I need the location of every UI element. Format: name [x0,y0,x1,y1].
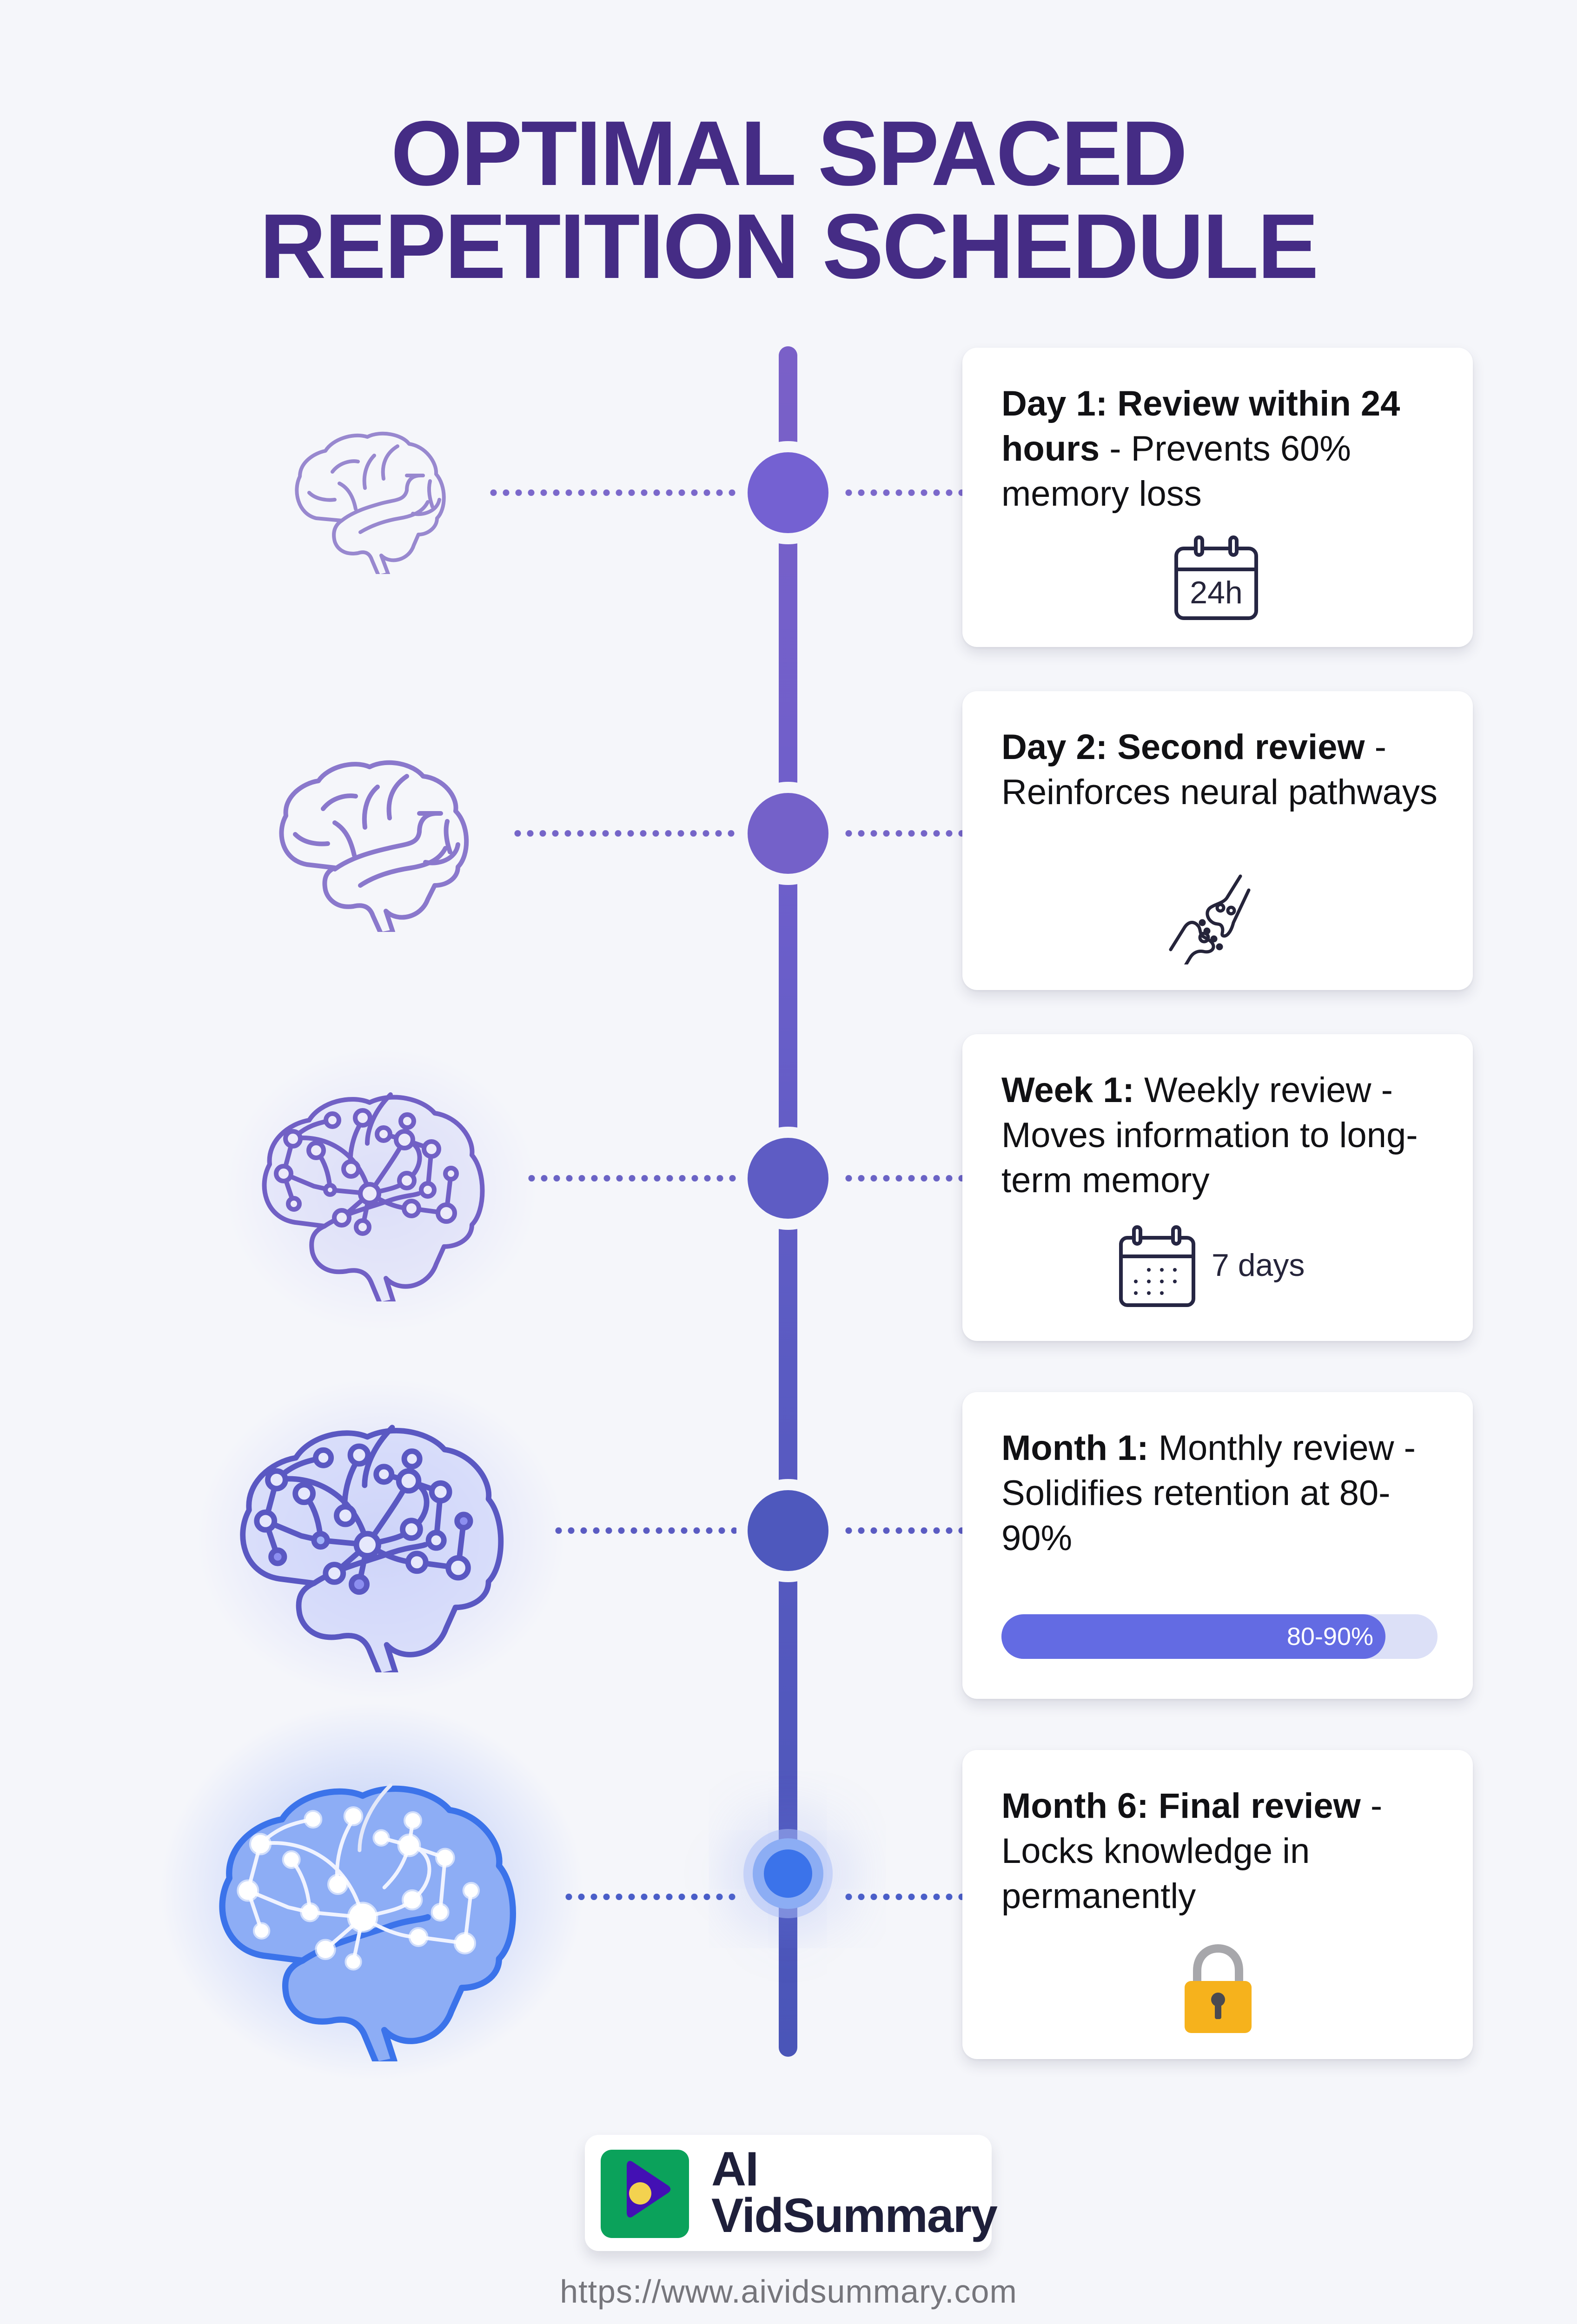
step-heading: Day 2: Second review [1001,727,1365,767]
step-card-day-2: Day 2: Second review - Reinforces neural… [962,691,1473,990]
step-detail: - Reinforces neural pathways [1001,727,1438,812]
synapse-icon [1166,872,1259,969]
timeline-node [748,1490,828,1571]
step-detail: - Locks knowledge in permanently [1001,1786,1383,1916]
brand-logo[interactable]: AI VidSummary [585,2135,998,2251]
calendar-label: 7 days [1212,1248,1305,1283]
brain-network-glowing-icon [227,1403,524,1679]
brain-network-icon [251,1074,502,1307]
title-line-1: OPTIMAL SPACED [391,102,1188,205]
timeline-node [748,452,828,533]
connector-dotted-line [511,830,738,837]
calendar-label: 24h [1190,575,1243,610]
step-heading: Week 1: [1001,1070,1134,1110]
step-card-month-1: Month 1: Monthly review - Solidifies ret… [962,1392,1473,1699]
play-logo-icon [601,2150,689,2238]
step-description: Day 2: Second review - Reinforces neural… [1001,725,1448,815]
step-description: Day 1: Review within 24 hours - Prevents… [1001,381,1448,516]
retention-progress-bar: 80-90% [1001,1614,1438,1659]
connector-dotted-line [563,1894,738,1900]
progress-fill: 80-90% [1001,1614,1385,1659]
step-heading: Month 6: Final review [1001,1786,1361,1826]
timeline-node-final [764,1849,812,1898]
connector-dotted-line [842,489,962,496]
calendar-24h-icon: 24h [1173,535,1260,623]
brand-line-2: VidSummary [711,2189,998,2243]
step-detail: - Prevents 60% memory loss [1001,429,1351,514]
brand-name: AI VidSummary [711,2142,998,2243]
step-detail: Monthly review - Solidifies retention at… [1001,1428,1416,1558]
brand-line-1: AI [711,2142,759,2196]
timeline-node [748,793,828,874]
connector-dotted-line [842,1175,962,1182]
step-card-week-1: Week 1: Weekly review - Moves informatio… [962,1034,1473,1341]
website-url[interactable]: https://www.aividsummary.com [560,2273,1017,2310]
step-card-month-6: Month 6: Final review - Locks knowledge … [962,1750,1473,2059]
connector-dotted-line [552,1527,738,1534]
step-description: Month 1: Monthly review - Solidifies ret… [1001,1426,1448,1561]
brain-outline-detailed-icon [270,746,479,937]
page-title: OPTIMAL SPACED REPETITION SCHEDULE [0,107,1577,293]
connector-dotted-line [525,1175,738,1182]
connector-dotted-line [842,1894,962,1900]
calendar-icon [1118,1225,1197,1308]
brain-network-lit-icon [205,1757,539,2068]
step-detail: Weekly review - Moves information to lon… [1001,1070,1418,1200]
brain-outline-icon [288,421,460,578]
timeline-node [748,1138,828,1219]
padlock-icon [1181,1943,1255,2036]
progress-label: 80-90% [1286,1623,1373,1651]
step-heading: Month 1: [1001,1428,1149,1468]
connector-dotted-line [487,489,738,496]
connector-dotted-line [842,1527,962,1534]
title-line-2: REPETITION SCHEDULE [259,195,1319,297]
step-description: Month 6: Final review - Locks knowledge … [1001,1783,1448,1919]
step-heading: Day 1: Review within 24 hours [1001,384,1400,469]
step-description: Week 1: Weekly review - Moves informatio… [1001,1068,1448,1203]
connector-dotted-line [842,830,962,837]
step-card-day-1: Day 1: Review within 24 hours - Prevents… [962,348,1473,647]
